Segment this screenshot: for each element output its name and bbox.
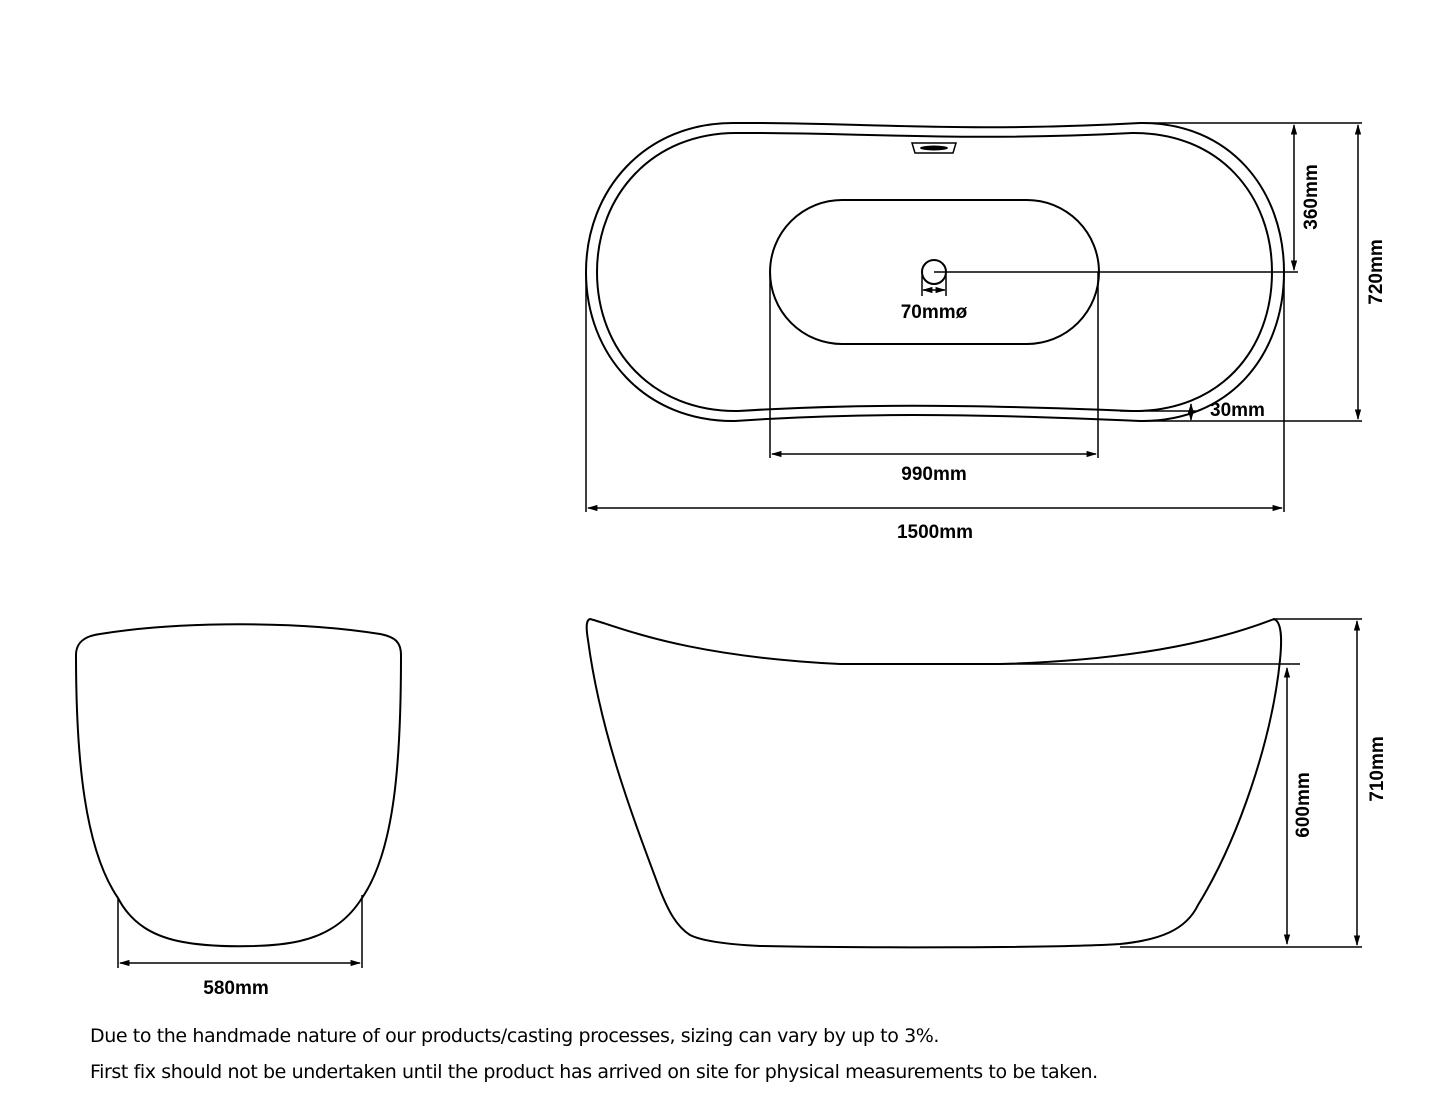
dim-centre-height: 600mm xyxy=(1293,772,1314,838)
side-elevation-view: 600mm 710mm xyxy=(585,617,1388,949)
plan-view: 70mmø 360mm 720mm 30mm 990mm 1500mm xyxy=(584,121,1387,543)
dim-base-width: 580mm xyxy=(203,978,269,999)
note-sizing-variance: Due to the handmade nature of our produc… xyxy=(90,1025,940,1047)
end-elevation-view: 580mm xyxy=(74,623,403,999)
dim-waste-diameter: 70mmø xyxy=(901,302,968,323)
disclaimer-notes: Due to the handmade nature of our produc… xyxy=(90,1018,1098,1090)
dim-basin-length: 990mm xyxy=(901,464,967,485)
dim-overall-length: 1500mm xyxy=(897,522,973,543)
plan-basin xyxy=(769,199,1100,345)
dim-overall-height: 710mm xyxy=(1367,736,1388,802)
end-profile xyxy=(74,623,403,948)
overflow-icon xyxy=(910,142,958,154)
dim-half-width: 360mm xyxy=(1301,164,1322,230)
note-first-fix: First fix should not be undertaken until… xyxy=(90,1061,1098,1083)
side-profile xyxy=(585,617,1283,949)
dim-overall-width: 720mm xyxy=(1366,239,1387,305)
dim-rim-thickness: 30mm xyxy=(1210,400,1265,421)
